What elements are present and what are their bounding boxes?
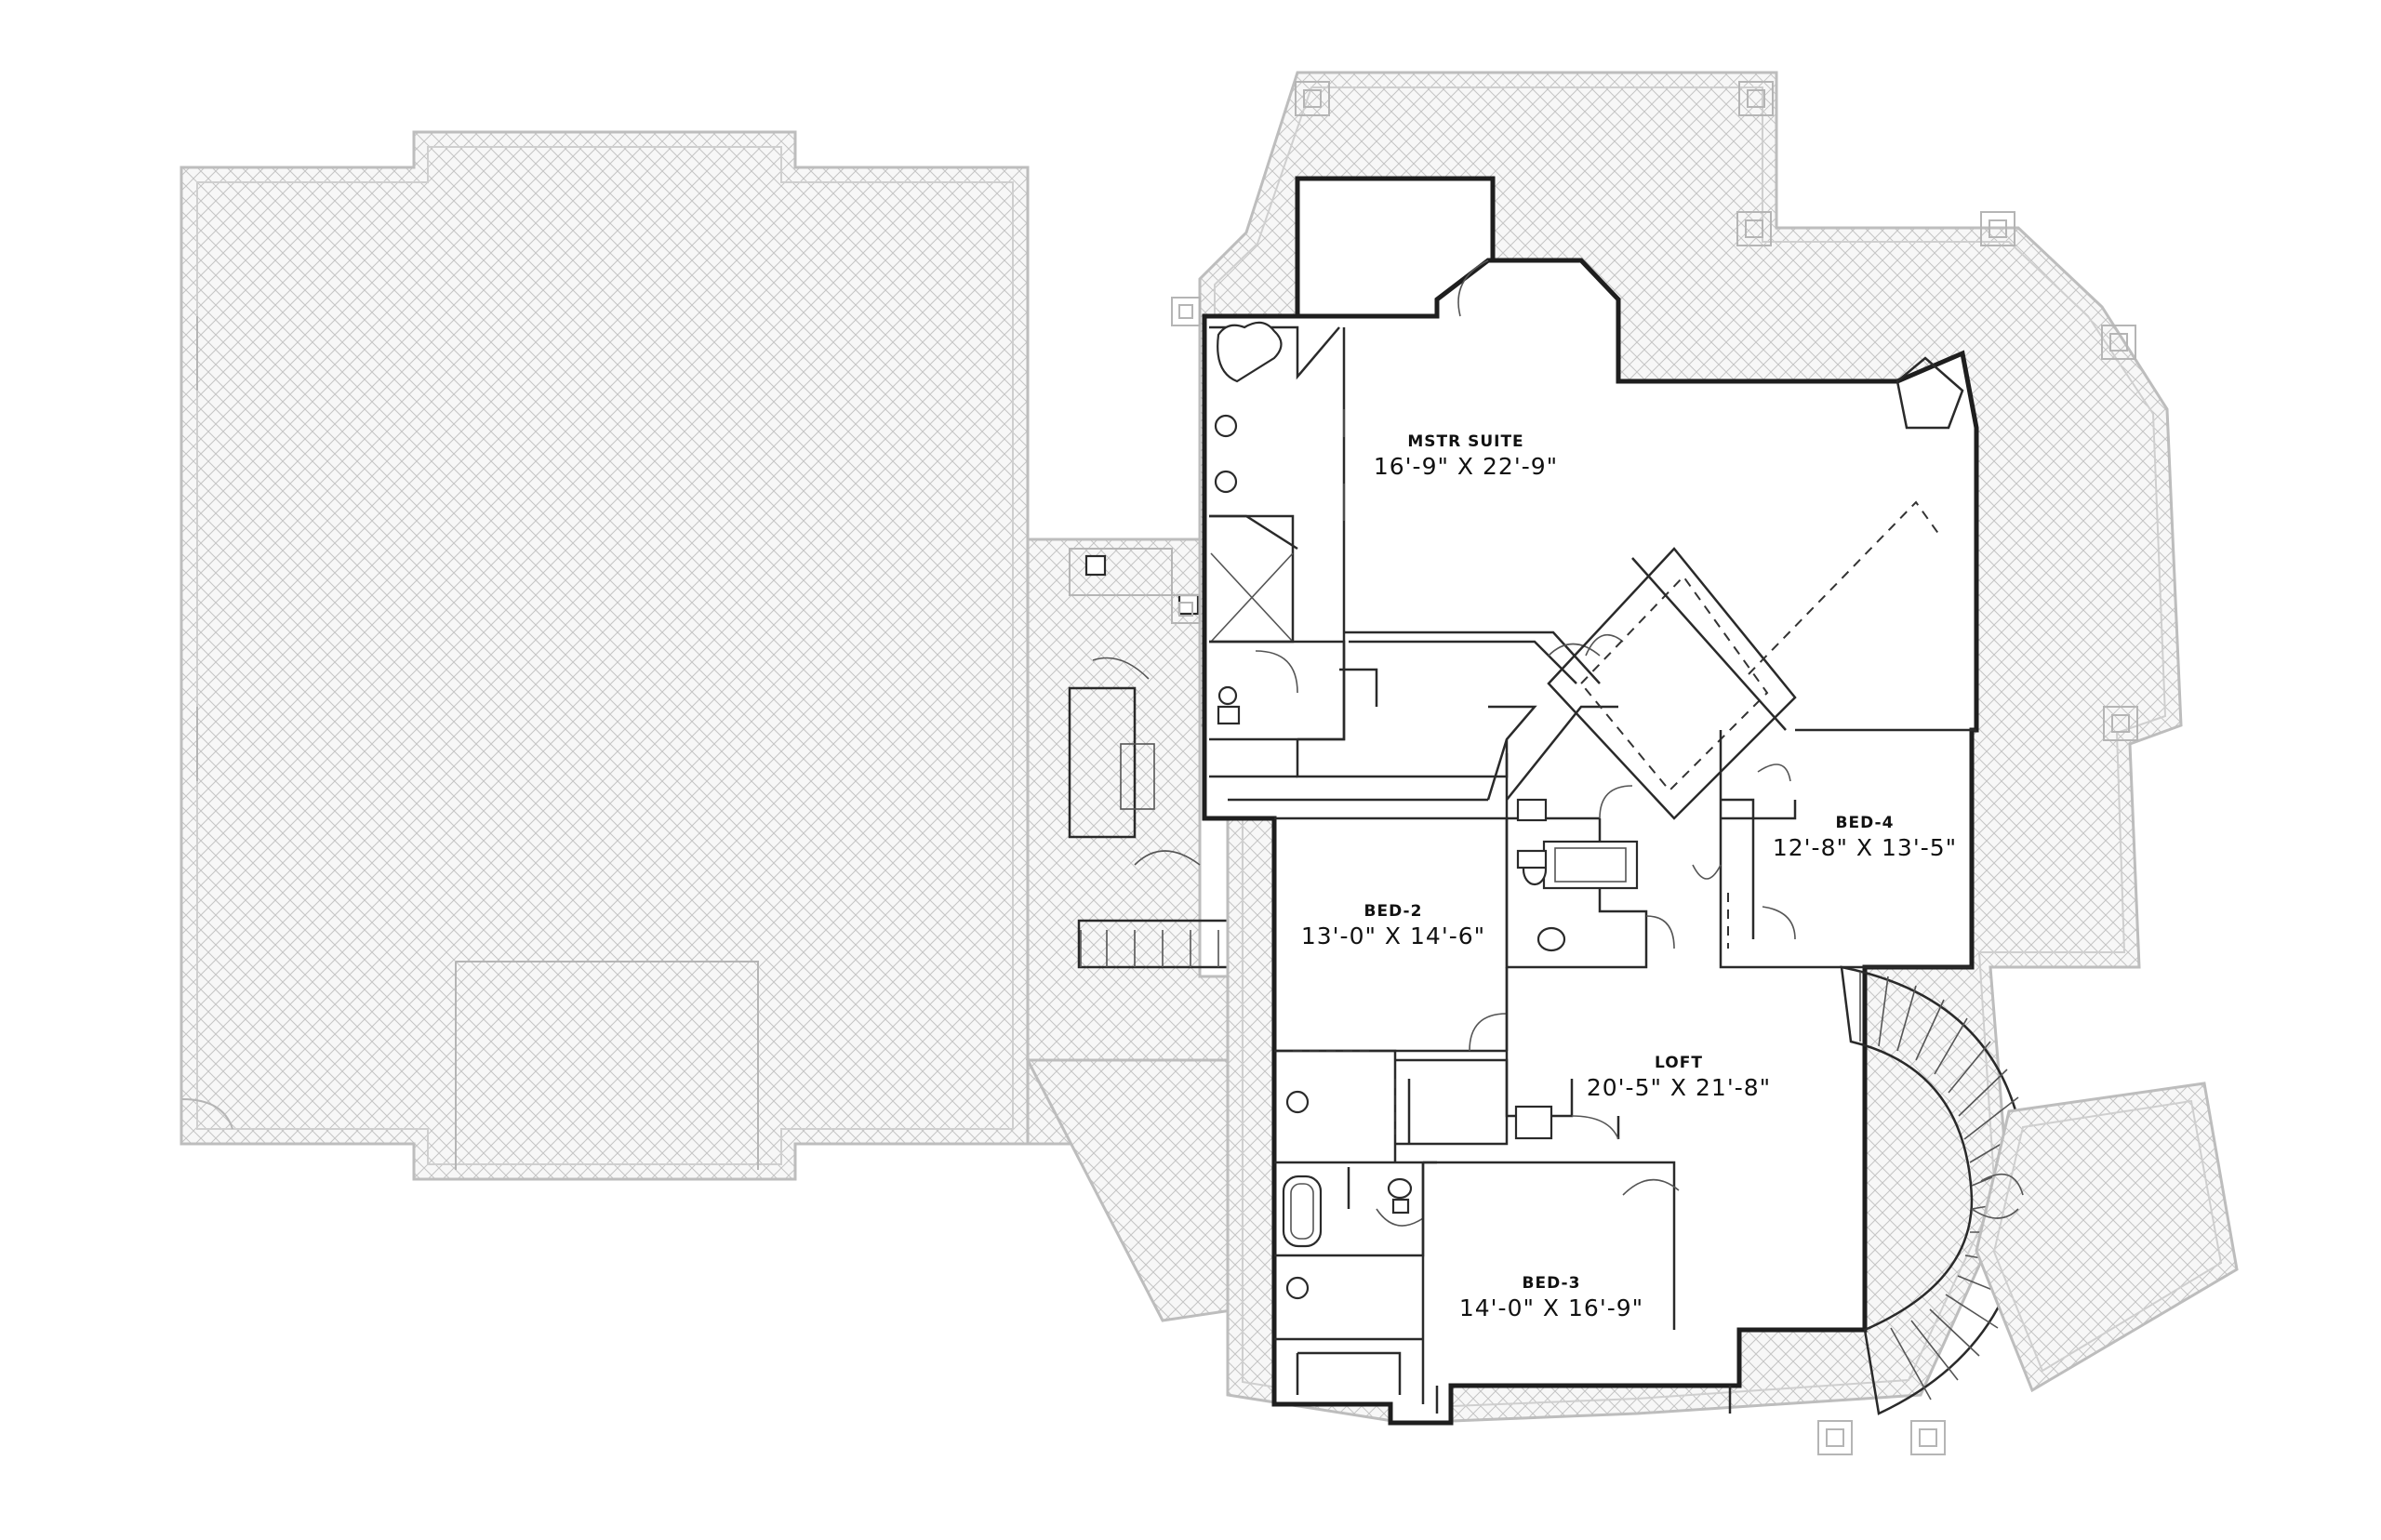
room-dimensions: 14'-0" X 16'-9"	[1459, 1294, 1643, 1321]
room-labels: MSTR SUITE 16'-9" X 22'-9" BED-4 12'-8" …	[1301, 432, 1957, 1321]
room-bed-2: BED-2 13'-0" X 14'-6"	[1301, 902, 1485, 949]
room-loft: LOFT 20'-5" X 21'-8"	[1587, 1054, 1771, 1101]
room-dimensions: 13'-0" X 14'-6"	[1301, 923, 1485, 949]
room-bed-3: BED-3 14'-0" X 16'-9"	[1459, 1274, 1643, 1321]
room-name: BED-3	[1523, 1274, 1581, 1293]
connector-roof	[1025, 538, 1290, 1322]
room-name: BED-2	[1364, 902, 1423, 921]
room-name: LOFT	[1655, 1054, 1703, 1072]
room-name: MSTR SUITE	[1407, 432, 1523, 451]
interior-walls	[1209, 259, 2239, 1415]
room-dimensions: 12'-8" X 13'-5"	[1773, 834, 1957, 861]
porch-posts	[1171, 81, 2138, 1455]
room-bed-4: BED-4 12'-8" X 13'-5"	[1773, 814, 1957, 861]
room-name: BED-4	[1836, 814, 1895, 832]
garage-roof	[180, 130, 1030, 1181]
room-dimensions: 20'-5" X 21'-8"	[1587, 1074, 1771, 1101]
room-dimensions: 16'-9" X 22'-9"	[1374, 453, 1558, 480]
room-master-suite: MSTR SUITE 16'-9" X 22'-9"	[1374, 432, 1558, 480]
